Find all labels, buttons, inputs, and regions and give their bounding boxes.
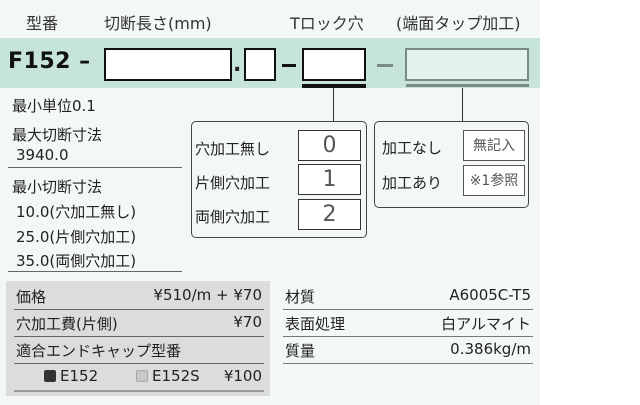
tap-code-none[interactable]: 無記入 — [463, 130, 525, 161]
option-label: 加工なし — [382, 139, 443, 157]
max-cut-value: 3940.0 — [16, 146, 69, 164]
tlock-input[interactable] — [302, 48, 366, 81]
tap-code-ref[interactable]: ※1参照 — [463, 165, 525, 196]
option-label: 両側穴加工 — [195, 208, 271, 226]
tlock-underline — [302, 84, 366, 88]
min-cut-both-sides: 35.0(両側穴加工) — [16, 252, 137, 270]
min-cut-label: 最小切断寸法 — [12, 178, 103, 196]
spec-row: 材質 A6005C-T5 — [283, 283, 533, 310]
option-code-0[interactable]: 0 — [298, 130, 361, 161]
endcap-row: E152 E152S ¥100 — [14, 364, 264, 392]
tap-connector — [462, 88, 463, 121]
hole-fee-row: 穴加工費(片側) ¥70 — [14, 310, 264, 337]
configurator-panel: 型番 切断長さ(mm) Tロック穴 (端面タップ加工) F152 – . 最小単… — [0, 0, 540, 405]
separator-dash-disabled — [377, 64, 393, 67]
option-code-1[interactable]: 1 — [298, 164, 361, 195]
tlock-connector — [333, 88, 334, 121]
header-model: 型番 — [26, 14, 59, 33]
min-cut-none: 10.0(穴加工無し) — [16, 203, 137, 221]
endcap-label-row: 適合エンドキャップ型番 — [14, 337, 264, 364]
option-label: 加工あり — [382, 174, 443, 192]
separator-dash — [282, 64, 296, 67]
pricing-box: 価格 ¥510/m + ¥70 穴加工費(片側) ¥70 適合エンドキャップ型番… — [6, 281, 270, 396]
price-row: 価格 ¥510/m + ¥70 — [14, 283, 264, 310]
tap-underline — [406, 84, 529, 87]
endcap-color-swatch-icon — [44, 370, 56, 382]
decimal-point: . — [233, 52, 242, 77]
endcap-item[interactable]: E152S — [136, 367, 200, 385]
length-input[interactable] — [104, 48, 232, 81]
endcap-item[interactable]: E152 — [44, 367, 98, 385]
tap-input[interactable] — [405, 48, 529, 81]
min-cut-one-side: 25.0(片側穴加工) — [16, 228, 137, 246]
header-tlock: Tロック穴 — [290, 14, 364, 33]
spec-row: 表面処理 白アルマイト — [283, 310, 533, 337]
max-cut-label: 最大切断寸法 — [12, 126, 103, 144]
divider — [8, 167, 182, 168]
tlock-options-box: 穴加工無し 0 片側穴加工 1 両側穴加工 2 — [191, 121, 367, 238]
header-tap: (端面タップ加工) — [396, 14, 521, 33]
decimal-input[interactable] — [244, 48, 276, 81]
header-length: 切断長さ(mm) — [104, 14, 212, 33]
divider — [8, 271, 182, 272]
endcap-color-swatch-icon — [136, 370, 148, 382]
spec-row: 質量 0.386kg/m — [283, 337, 533, 364]
option-label: 片側穴加工 — [195, 174, 271, 192]
model-prefix: F152 – — [8, 49, 91, 74]
endcap-price: ¥100 — [223, 367, 262, 385]
tap-options-box: 加工なし 無記入 加工あり ※1参照 — [374, 121, 529, 208]
option-code-2[interactable]: 2 — [298, 199, 361, 230]
option-label: 穴加工無し — [195, 140, 271, 158]
min-unit: 最小単位0.1 — [12, 97, 96, 115]
